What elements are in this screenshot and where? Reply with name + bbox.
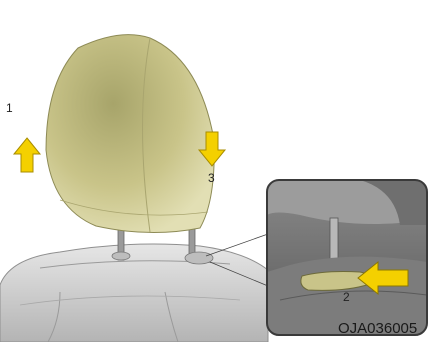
step-3-label: 3 bbox=[208, 172, 215, 184]
inset-detail bbox=[267, 180, 427, 335]
figure-code: OJA036005 bbox=[338, 320, 417, 338]
step-2-label: 2 bbox=[343, 291, 350, 303]
up-arrow-icon bbox=[14, 138, 40, 172]
step-1-label: 1 bbox=[6, 102, 13, 114]
seat-back bbox=[0, 244, 268, 342]
headrest-cushion bbox=[46, 35, 214, 233]
